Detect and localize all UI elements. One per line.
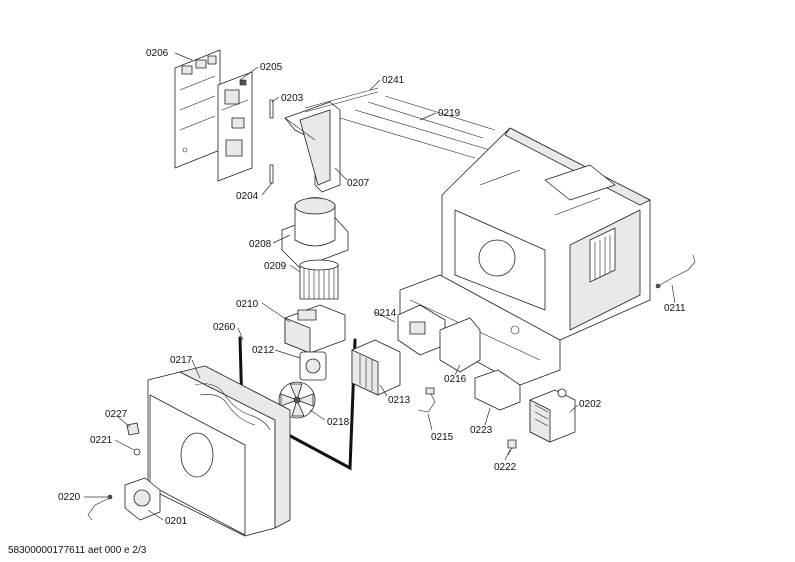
part-0212-motor [299, 351, 327, 381]
label-0260: 0260 [213, 322, 236, 333]
label-0203: 0203 [281, 93, 304, 104]
part-0217-door-panel [147, 365, 291, 537]
label-0223: 0223 [470, 425, 493, 436]
label-0206: 0206 [146, 48, 169, 59]
part-0213-choke [351, 339, 401, 396]
label-0210: 0210 [236, 299, 259, 310]
label-0219: 0219 [438, 108, 461, 119]
label-0227: 0227 [105, 409, 128, 420]
label-0205: 0205 [260, 62, 283, 73]
label-0217: 0217 [170, 355, 193, 366]
label-0207: 0207 [347, 178, 370, 189]
label-0201: 0201 [165, 516, 188, 527]
part-0216-side-panel [439, 317, 481, 373]
part-0204-pin [269, 164, 274, 184]
part-labels: 0206 0205 0203 0241 0219 0207 0204 0208 … [58, 48, 686, 527]
label-0204: 0204 [236, 191, 259, 202]
part-0221-spring [133, 448, 141, 456]
part-0203-pin [269, 99, 274, 119]
part-0219-heater-tubes [339, 95, 496, 159]
leader-lines [84, 52, 676, 521]
label-0220: 0220 [58, 492, 81, 503]
part-0222-fuse [507, 439, 517, 456]
label-0241: 0241 [382, 75, 405, 86]
label-0202: 0202 [579, 399, 602, 410]
label-0212: 0212 [252, 345, 275, 356]
part-0223-cover [474, 369, 521, 411]
part-0210-fan-motor [284, 304, 346, 354]
part-0211-cable [655, 254, 696, 289]
part-0215-sensor [417, 387, 436, 413]
label-0213: 0213 [388, 395, 411, 406]
part-0207-duct-bracket [284, 101, 341, 193]
document-footer: 58300000177611 aet 000 e 2/3 [8, 545, 147, 556]
part-0201-hinge [124, 477, 161, 521]
part-0208-fan-housing [281, 197, 349, 269]
part-0202-magnetron [529, 388, 576, 443]
label-0222: 0222 [494, 462, 517, 473]
part-0241-heater-rod [304, 87, 379, 113]
part-0220-wire [87, 494, 113, 521]
label-0209: 0209 [264, 261, 287, 272]
part-0205-power-board [217, 71, 253, 182]
label-0211: 0211 [664, 303, 686, 314]
label-0216: 0216 [444, 374, 467, 385]
part-0206-control-board [174, 49, 221, 169]
label-0208: 0208 [249, 239, 272, 250]
label-0214: 0214 [374, 308, 397, 319]
part-0260-door-seal [238, 336, 357, 471]
label-0215: 0215 [431, 432, 454, 443]
label-0218: 0218 [327, 417, 350, 428]
part-0209-fan-wheel [299, 259, 339, 300]
part-0227-clip [126, 422, 140, 436]
part-cavity-body [441, 127, 651, 341]
label-0221: 0221 [90, 435, 113, 446]
